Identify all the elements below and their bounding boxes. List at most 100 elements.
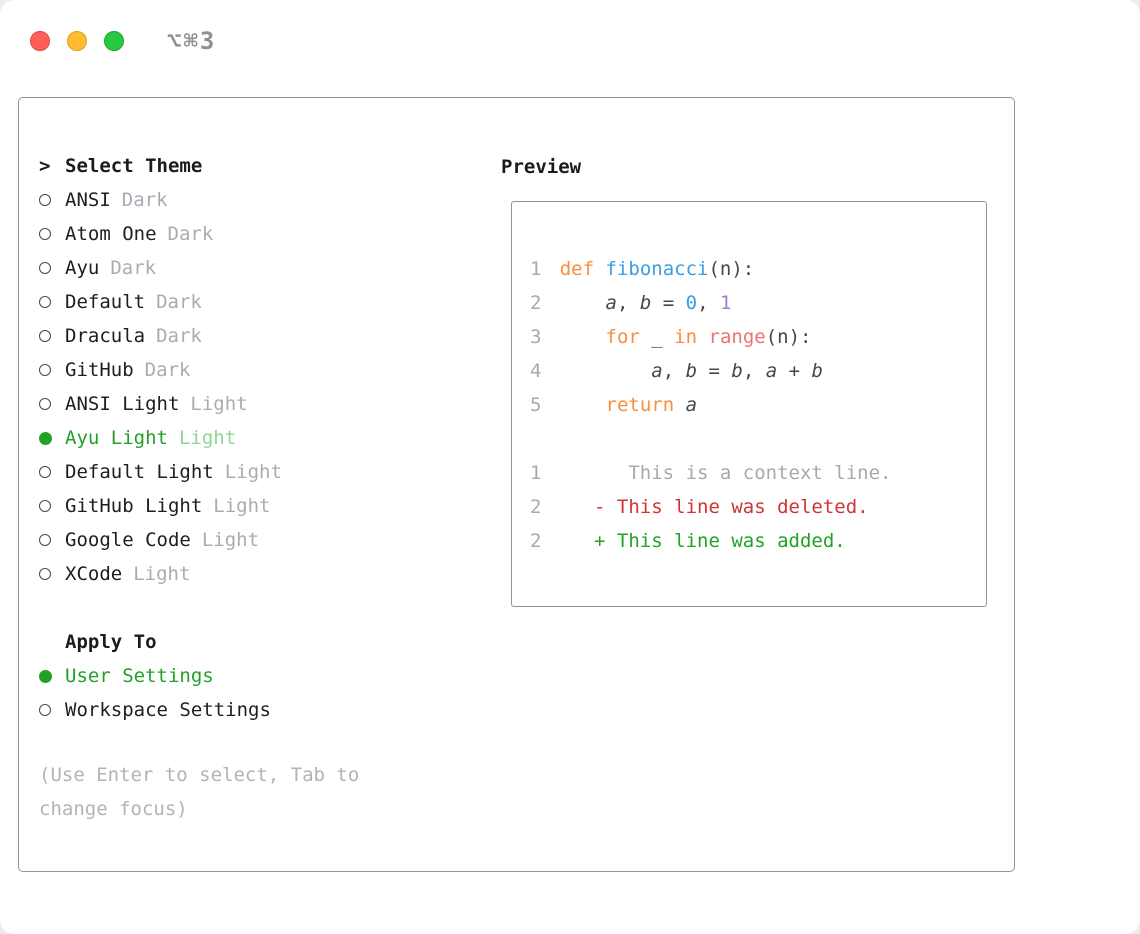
option-label: Default Light [65, 461, 214, 483]
code-token: b [685, 360, 698, 382]
line-number: 2 [530, 496, 542, 518]
theme-option-xcode[interactable]: XCode Light [39, 557, 282, 591]
minimize-button[interactable] [67, 31, 87, 51]
code-token: - This line was deleted. [559, 496, 869, 518]
radio-unselected-icon [39, 534, 65, 546]
theme-variant-tag: Light [224, 461, 282, 483]
apply-option-user-settings[interactable]: User Settings [39, 659, 271, 693]
theme-variant-tag: Light [178, 427, 237, 449]
radio-unselected-icon [39, 704, 65, 716]
code-line: 1 This is a context line. [530, 456, 968, 490]
theme-option-github[interactable]: GitHub Dark [39, 353, 282, 387]
code-token [674, 394, 685, 416]
theme-variant-tag: Dark [156, 325, 202, 347]
code-token: b [639, 292, 652, 314]
zoom-button[interactable] [104, 31, 124, 51]
code-token [560, 360, 652, 382]
close-button[interactable] [30, 31, 50, 51]
code-token: This is a context line. [559, 462, 892, 484]
code-token: return [605, 394, 675, 416]
preview-title: Preview [501, 156, 582, 178]
code-token [560, 394, 606, 416]
theme-variant-tag: Light [190, 393, 248, 415]
option-label: GitHub [65, 359, 134, 381]
code-token: 1 [719, 292, 732, 314]
theme-option-dracula[interactable]: Dracula Dark [39, 319, 282, 353]
window-titlebar: ⌥⌘3 [30, 27, 216, 55]
code-token [560, 326, 606, 348]
option-label: User Settings [65, 665, 214, 687]
option-label: Dracula [65, 325, 146, 347]
code-token: a [685, 394, 698, 416]
theme-variant-tag: Dark [156, 291, 202, 313]
code-token: a [605, 292, 617, 314]
code-token: in [674, 326, 698, 348]
line-number: 1 [530, 258, 542, 280]
line-number: 5 [530, 394, 542, 416]
code-line: 2 a, b = 0, 1 [530, 286, 968, 320]
option-label: Atom One [65, 223, 157, 245]
radio-unselected-icon [39, 466, 65, 478]
code-token: b [811, 360, 823, 382]
code-token: def [559, 258, 595, 280]
code-line: 4 a, b = b, a + b [530, 354, 968, 388]
code-token: + [777, 360, 812, 382]
radio-unselected-icon [39, 568, 65, 580]
line-number: 1 [530, 462, 542, 484]
code-token: , [662, 360, 686, 382]
radio-unselected-icon [39, 398, 65, 410]
theme-variant-tag: Dark [144, 359, 191, 381]
theme-variant-tag: Dark [110, 257, 157, 279]
theme-option-ayu[interactable]: Ayu Dark [39, 251, 282, 285]
line-number: 2 [530, 292, 542, 314]
apply-option-workspace-settings[interactable]: Workspace Settings [39, 693, 271, 727]
code-token: b [731, 360, 743, 382]
code-line: 1 def fibonacci(n): [530, 252, 968, 286]
code-line: 3 for _ in range(n): [530, 320, 968, 354]
code-token: = [697, 360, 732, 382]
code-token: , [742, 360, 766, 382]
code-token: for [605, 326, 640, 348]
radio-unselected-icon [39, 500, 65, 512]
theme-variant-tag: Light [133, 563, 191, 585]
line-number: 3 [530, 326, 542, 348]
option-label: Default [65, 291, 146, 313]
code-line: 2 + This line was added. [530, 524, 968, 558]
option-label: ANSI [65, 189, 111, 211]
radio-selected-icon [39, 431, 65, 445]
option-label: Google Code [65, 529, 191, 551]
code-token: + This line was added. [559, 530, 846, 552]
radio-unselected-icon [39, 364, 65, 376]
option-label: Ayu [65, 257, 100, 279]
code-line: 5 return a [530, 388, 968, 422]
code-token: (n): [765, 326, 812, 348]
option-label: XCode [65, 563, 123, 585]
radio-unselected-icon [39, 330, 65, 342]
code-token: , [616, 292, 640, 314]
code-token: a [765, 360, 778, 382]
code-token: (n): [708, 258, 755, 280]
theme-variant-tag: Light [213, 495, 271, 517]
prompt-icon: > [39, 155, 51, 177]
code-token [560, 292, 606, 314]
code-token: , [697, 292, 720, 314]
line-number: 2 [530, 530, 542, 552]
code-token: 0 [685, 292, 698, 314]
theme-option-default-light[interactable]: Default Light Light [39, 455, 282, 489]
code-line [530, 422, 968, 456]
code-token: fibonacci [605, 258, 709, 280]
apply-to-header: Apply To [39, 625, 271, 659]
window-shortcut-label: ⌥⌘3 [167, 27, 217, 55]
radio-unselected-icon [39, 194, 65, 206]
theme-option-default[interactable]: Default Dark [39, 285, 282, 319]
